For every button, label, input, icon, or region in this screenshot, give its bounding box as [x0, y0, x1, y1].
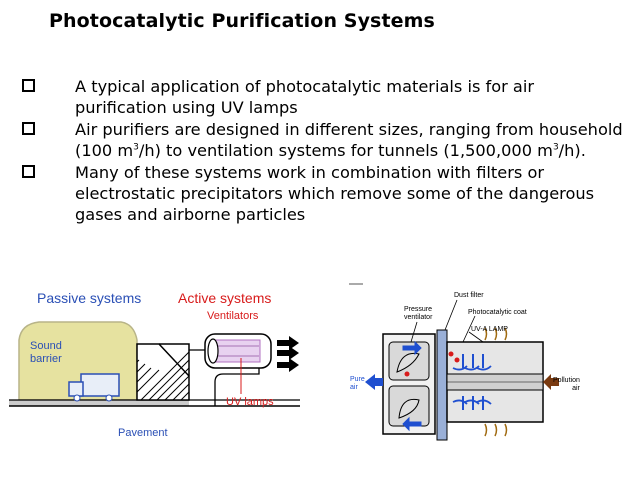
barrier-label: barrier	[30, 353, 62, 365]
bullet-text: /h).	[558, 141, 586, 160]
uv-lamps-label: UV lamps	[226, 396, 274, 408]
slide-title: Photocatalytic Purification Systems	[49, 10, 435, 32]
checkbox-bullet-icon	[22, 79, 35, 92]
bullet-item: Many of these systems work in combinatio…	[16, 162, 626, 225]
road-purification-diagram	[9, 282, 300, 450]
pollution-label: Pollution	[553, 377, 580, 384]
photocatalytic-unit-diagram	[345, 282, 585, 452]
superscript: 3	[133, 142, 139, 153]
pressure-label: Pressure	[404, 306, 433, 313]
ventilator-unit	[204, 333, 272, 369]
pure-air-arrow	[365, 374, 383, 390]
checkbox-bullet-icon	[22, 165, 35, 178]
active-systems-label: Active systems	[178, 290, 272, 306]
ventilators-label: Ventilators	[207, 310, 259, 322]
photocatalytic-coat-label: Photocatalytic coat	[468, 309, 527, 316]
bullet-text: Air purifiers are designed in different …	[75, 120, 623, 160]
uv-rays-icon	[484, 327, 508, 437]
uva-lamp-label: UV-A LAMP	[471, 326, 508, 333]
sound-label: Sound	[30, 340, 62, 352]
airflow-arrows	[402, 340, 492, 432]
bullet-list: A typical application of photocatalytic …	[16, 76, 626, 226]
pavement-label: Pavement	[118, 427, 168, 439]
truck-icon	[68, 373, 120, 402]
passive-systems-label: Passive systems	[37, 290, 142, 306]
fan-blade-icon	[396, 352, 420, 373]
bullet-text: /h) to ventilation systems for tunnels (…	[138, 141, 553, 160]
sound-barrier-label: Sound barrier	[30, 340, 62, 366]
pollution-air-arrow	[543, 374, 559, 390]
bullet-text: Many of these systems work in combinatio…	[75, 163, 595, 224]
air-label: air	[350, 384, 358, 391]
pollution-air-label: Pollution air	[553, 377, 580, 393]
pure-label: Pure	[350, 376, 365, 383]
superscript: 3	[552, 142, 559, 153]
bullet-item: A typical application of photocatalytic …	[16, 76, 626, 118]
airflow-arrows	[277, 336, 299, 372]
pollution-air-word: air	[572, 385, 580, 392]
ventilator-label: ventilator	[404, 314, 433, 321]
road	[9, 400, 189, 406]
pressure-ventilator-label: Pressure ventilator	[404, 306, 432, 322]
dust-filter-label: Dust filter	[454, 292, 484, 299]
hatched-wall	[136, 343, 190, 401]
bullet-text: A typical application of photocatalytic …	[75, 77, 535, 117]
bullet-item: Air purifiers are designed in different …	[16, 119, 626, 161]
pure-air-label: Pure air	[350, 376, 365, 392]
fan-blade-icon	[398, 398, 420, 419]
checkbox-bullet-icon	[22, 122, 35, 135]
